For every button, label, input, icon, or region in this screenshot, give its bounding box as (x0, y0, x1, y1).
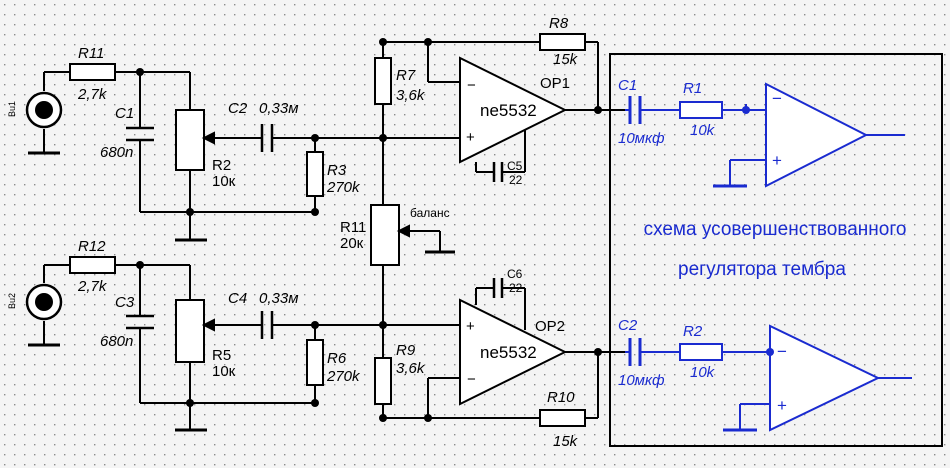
c4-ref: C4 (228, 290, 247, 307)
tone-box-title-line2: регулятора тембра (678, 259, 846, 280)
op1-part: ne5532 (480, 101, 537, 120)
resistor-r8 (539, 33, 586, 51)
blue-resistors (679, 101, 723, 361)
jack-2-label: Bu2 (7, 293, 17, 309)
opamp-right-top (765, 82, 869, 188)
opamp-op1 (459, 56, 568, 164)
resistor-r7 (374, 57, 392, 105)
r2-value: 10к (212, 173, 236, 190)
resistor-r6 (306, 339, 324, 386)
r12-ref: R12 (78, 238, 106, 255)
opamp-right-bottom (769, 324, 881, 432)
jack-1-label: Bu1 (7, 101, 17, 117)
op1-ref: OP1 (540, 75, 570, 92)
r7-ref: R7 (396, 67, 416, 84)
resistor-bodies (69, 33, 586, 427)
junction-dots (136, 38, 602, 422)
r5-ref: R5 (212, 347, 231, 364)
op2-minus: − (467, 371, 476, 388)
r9-value: 3,6k (396, 360, 426, 377)
right-r2-value: 10k (690, 364, 716, 381)
opamp-op2 (459, 298, 568, 406)
c4-value: 0,33м (259, 290, 298, 307)
op2-plus: + (466, 318, 475, 335)
resistor-r11-top (69, 63, 116, 81)
r3-ref: R3 (327, 162, 347, 179)
right-c2-value: 10мкф (618, 372, 665, 389)
c5-ref: C5 (507, 159, 523, 173)
resistor-right-r1 (679, 101, 723, 119)
right-r1-value: 10k (690, 122, 716, 139)
potentiometer-r2 (175, 109, 205, 171)
op2-ref: OP2 (535, 318, 565, 335)
r9-ref: R9 (396, 342, 416, 359)
right-c1-ref: C1 (618, 77, 637, 94)
r12-value: 2,7k (77, 278, 108, 295)
r2-ref: R2 (212, 157, 231, 174)
c1-value: 680n (100, 144, 133, 161)
c1-ref: C1 (115, 105, 134, 122)
c5-value: 22 (509, 173, 523, 187)
potentiometer-r5 (175, 299, 205, 363)
blue-plates-and-grounds (628, 96, 757, 432)
r10-ref: R10 (547, 389, 575, 406)
right-r1-ref: R1 (683, 80, 702, 97)
tone-box-title-line1: схема усовершенствованного (644, 219, 907, 240)
r5-value: 10к (212, 363, 236, 380)
r3-value: 270k (326, 179, 361, 196)
resistor-r10 (539, 409, 586, 427)
tone-control-box (609, 53, 943, 447)
resistor-r3 (306, 151, 324, 197)
op1-plus: + (466, 129, 475, 146)
right-r2-ref: R2 (683, 323, 703, 340)
c6-value: 22 (509, 281, 523, 295)
balance-ref: R11 (340, 219, 366, 236)
r8-ref: R8 (549, 15, 569, 32)
capacitor-plates (126, 124, 504, 339)
c2-value: 0,33м (259, 100, 298, 117)
c2-ref: C2 (228, 100, 248, 117)
potentiometer-balance (370, 204, 400, 266)
c3-ref: C3 (115, 294, 135, 311)
r7-value: 3,6k (396, 87, 426, 104)
pot-wipers (201, 131, 410, 332)
op1-minus: − (467, 77, 476, 94)
c6-ref: C6 (507, 267, 523, 281)
balance-value: 20к (340, 235, 364, 252)
resistor-r12 (69, 256, 116, 274)
r10-value: 15k (553, 433, 579, 450)
op2-part: ne5532 (480, 343, 537, 362)
right-c2-ref: C2 (618, 317, 638, 334)
input-jack-1 (25, 91, 63, 129)
r11-top-ref: R11 (78, 45, 104, 62)
r11-top-value: 2,7k (77, 86, 108, 103)
balance-label: баланс (410, 206, 450, 220)
op4-plus: + (777, 396, 787, 415)
r6-ref: R6 (327, 350, 347, 367)
resistor-r9 (374, 357, 392, 405)
op3-plus: + (772, 151, 782, 170)
r6-value: 270k (326, 368, 361, 385)
input-jack-2 (25, 283, 63, 321)
op4-minus: − (777, 342, 787, 361)
resistor-right-r2 (679, 343, 723, 361)
op3-minus: − (772, 89, 782, 108)
c3-value: 680n (100, 333, 133, 350)
r8-value: 15k (553, 51, 579, 68)
blue-junctions (742, 106, 774, 356)
right-c1-value: 10мкф (618, 130, 665, 147)
wires-left (43, 41, 625, 430)
